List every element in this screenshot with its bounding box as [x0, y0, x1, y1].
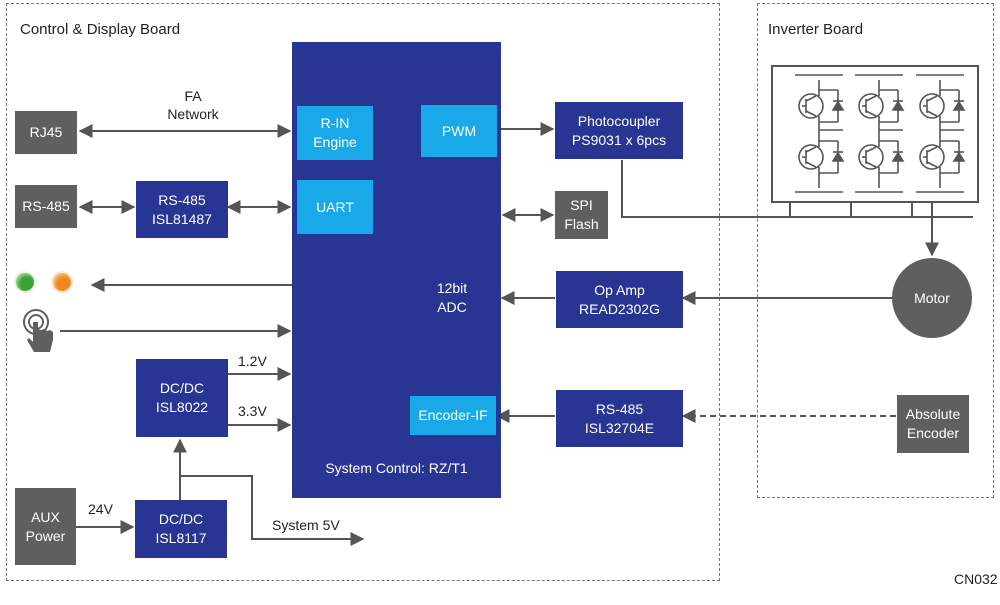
rs485-port: RS-485 [15, 185, 77, 228]
motor-circle [892, 258, 972, 338]
control-display-board-title: Control & Display Board [20, 21, 181, 38]
pwm-block: PWM [421, 105, 497, 157]
rs485-isl81487-block: RS-485 ISL81487 [136, 181, 228, 238]
igbt-bridge-icon [795, 74, 966, 193]
voltage-24v-label: 24V [88, 501, 113, 517]
orange-led-icon [51, 271, 73, 293]
voltage-3v3-label: 3.3V [238, 403, 267, 419]
motor-block: Motor [914, 289, 950, 306]
op-amp-block: Op Amp READ2302G [556, 271, 683, 328]
photocoupler-block: Photocoupler PS9031 x 6pcs [555, 102, 683, 159]
push-button-icon [23, 309, 53, 352]
voltage-1v2-label: 1.2V [238, 353, 267, 369]
absolute-encoder-block: Absolute Encoder [897, 395, 969, 453]
rj45-port: RJ45 [15, 111, 77, 154]
uart-block: UART [297, 180, 373, 234]
inverter-board-title: Inverter Board [768, 21, 864, 38]
rin-engine-block: R-IN Engine [297, 106, 373, 160]
dcdc-isl8117-block: DC/DC ISL8117 [135, 500, 227, 558]
system-control-label: System Control: RZ/T1 [325, 460, 468, 476]
fa-network-label: FA Network [167, 88, 219, 122]
aux-power-block: AUX Power [15, 488, 76, 565]
dcdc-isl8022-block: DC/DC ISL8022 [136, 359, 228, 437]
figure-code-label: CN032 [954, 571, 998, 587]
encoder-if-block: Encoder-IF [410, 396, 496, 435]
adc-block: 12bit ADC [436, 280, 468, 315]
control-display-board-region [6, 3, 720, 581]
spi-flash-block: SPI Flash [555, 191, 608, 239]
inverter-board-region [757, 3, 994, 498]
rs485-isl32704e-block: RS-485 ISL32704E [556, 390, 683, 447]
green-led-icon [14, 271, 36, 293]
system-5v-label: System 5V [272, 517, 340, 533]
